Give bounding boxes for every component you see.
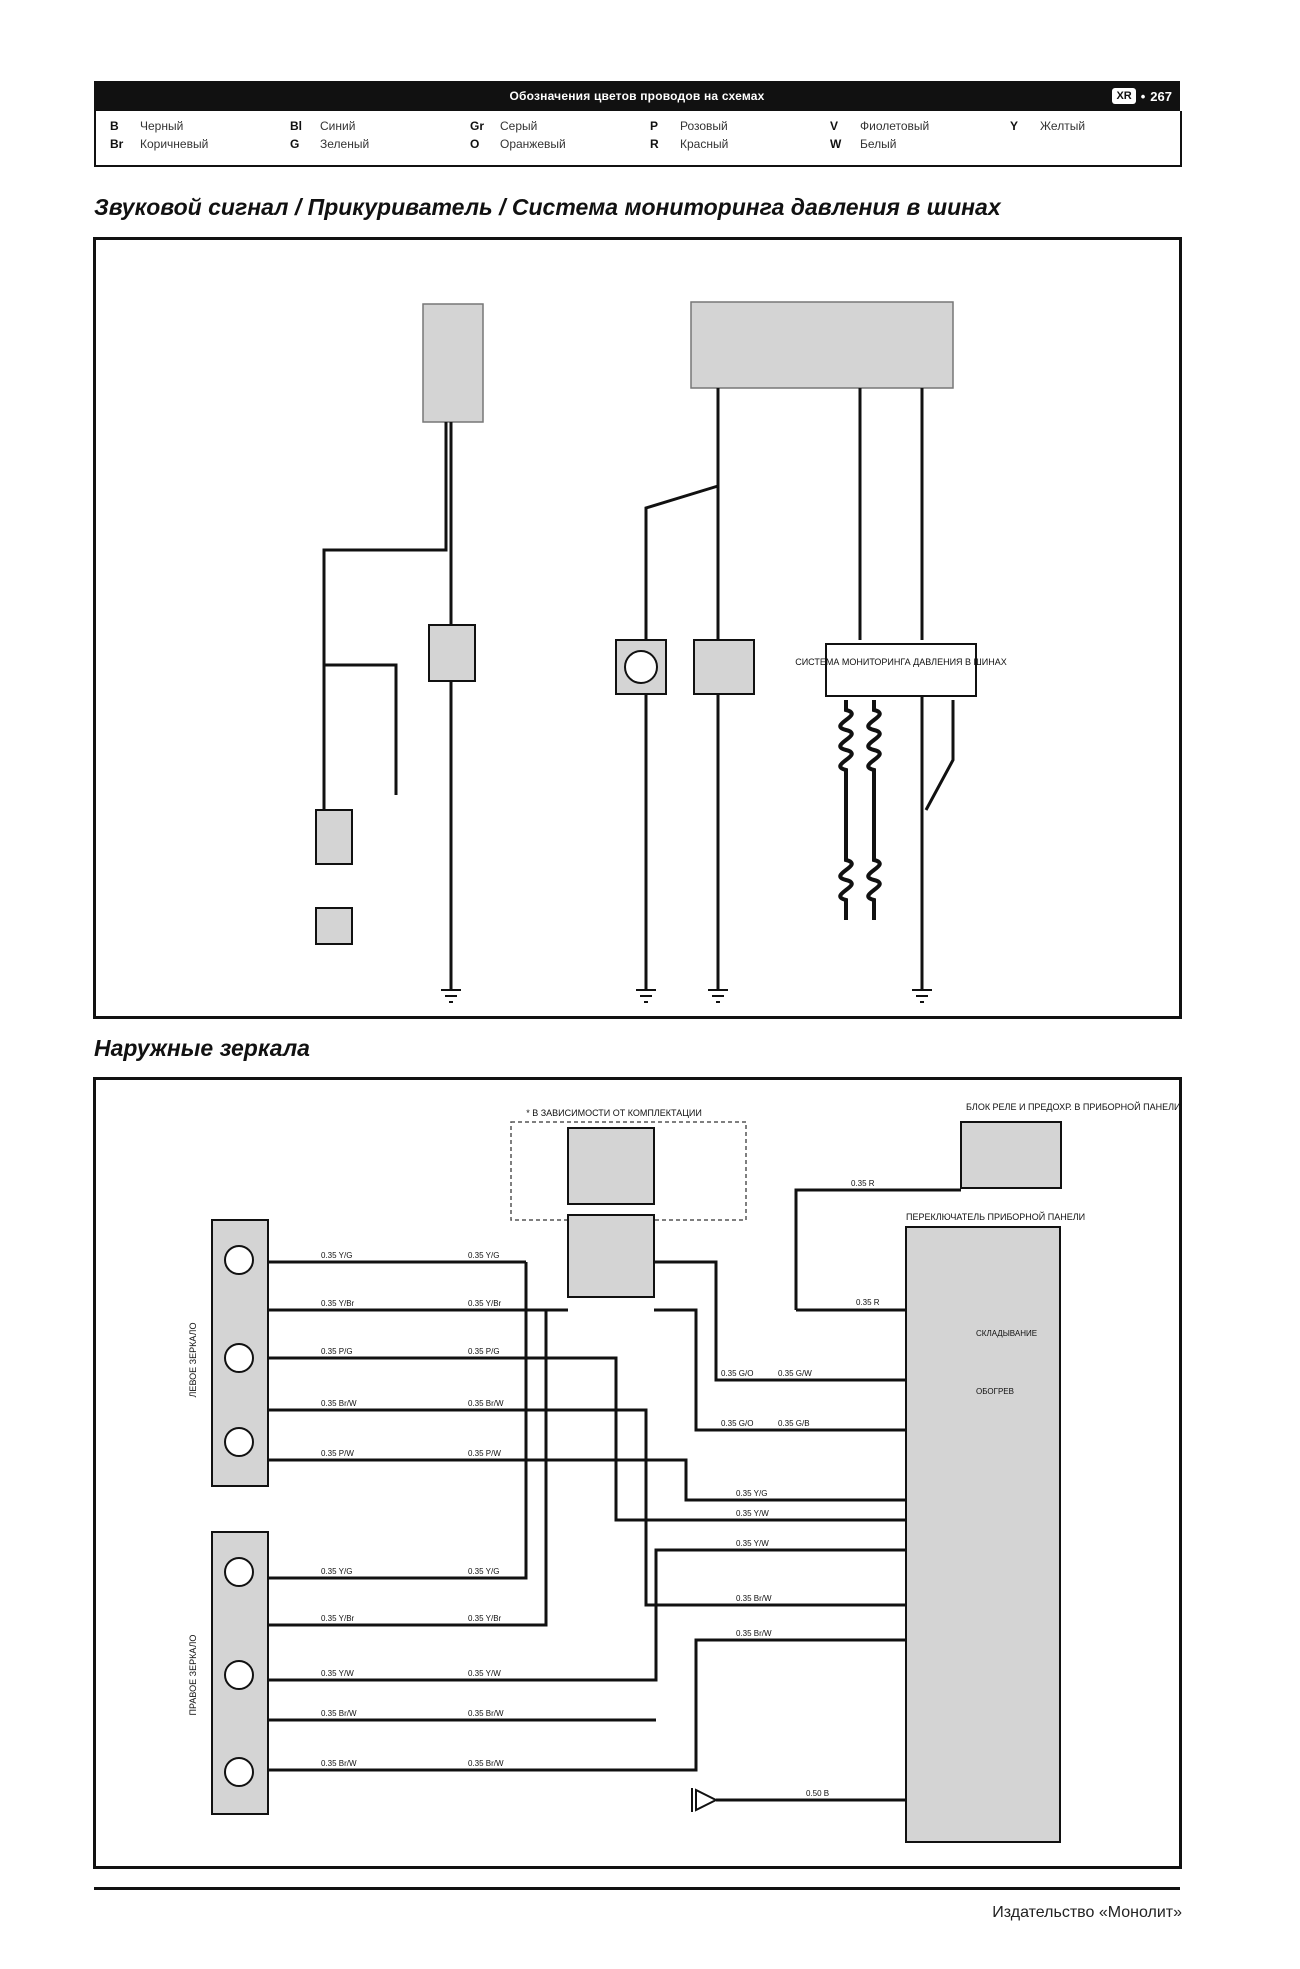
right-mirror-label: ПРАВОЕ ЗЕРКАЛО — [188, 1635, 198, 1716]
svg-text:0.35 Y/G: 0.35 Y/G — [468, 1567, 499, 1576]
color-legend-header: Обозначения цветов проводов на схемах XR… — [94, 81, 1180, 111]
svg-text:0.35 Br/W: 0.35 Br/W — [468, 1709, 504, 1718]
instrument-panel-switch — [905, 1226, 1061, 1843]
svg-text:0.35 Y/G: 0.35 Y/G — [468, 1251, 499, 1260]
svg-text:0.35 Y/W: 0.35 Y/W — [736, 1539, 769, 1548]
svg-text:0.35 R: 0.35 R — [856, 1298, 880, 1307]
svg-text:0.50 B: 0.50 B — [806, 1789, 829, 1798]
relay-fuse-box-label: БЛОК РЕЛЕ И ПРЕДОХР. В ПРИБОРНОЙ ПАНЕЛИ — [966, 1101, 1179, 1112]
relay-fuse-box — [960, 1121, 1062, 1189]
svg-text:0.35 Y/W: 0.35 Y/W — [321, 1669, 354, 1678]
wiring-diagram-1: СИСТЕМА МОНИТОРИНГА ДАВЛЕНИЯ В ШИНАХ — [315, 301, 1007, 1003]
svg-text:0.35 G/W: 0.35 G/W — [778, 1369, 812, 1378]
tpms-module-label: СИСТЕМА МОНИТОРИНГА ДАВЛЕНИЯ В ШИНАХ — [795, 657, 1007, 667]
tpms-module — [825, 643, 977, 697]
bullet-icon: • — [1140, 88, 1146, 104]
svg-text:0.35 Br/W: 0.35 Br/W — [736, 1594, 772, 1603]
svg-text:0.35 Y/Br: 0.35 Y/Br — [468, 1299, 502, 1308]
header-title: Обозначения цветов проводов на схемах — [509, 89, 765, 103]
svg-text:0.35 Br/W: 0.35 Br/W — [321, 1759, 357, 1768]
config-note: * В ЗАВИСИМОСТИ ОТ КОМПЛЕКТАЦИИ — [526, 1108, 702, 1118]
model-badge: XR — [1112, 88, 1136, 104]
svg-text:0.35 Br/W: 0.35 Br/W — [321, 1709, 357, 1718]
publisher: Издательство «Монолит» — [992, 1904, 1182, 1921]
svg-text:0.35 Y/G: 0.35 Y/G — [321, 1251, 352, 1260]
svg-text:0.35 Y/Br: 0.35 Y/Br — [321, 1299, 355, 1308]
wire-labels: 0.35 Y/G 0.35 Y/Br 0.35 P/G 0.35 Br/W 0.… — [321, 1179, 880, 1798]
svg-text:0.35 Y/W: 0.35 Y/W — [468, 1669, 501, 1678]
svg-text:0.35 G/B: 0.35 G/B — [778, 1419, 810, 1428]
section-title-exterior-mirrors: Наружные зеркала — [94, 1035, 310, 1061]
folding-label: СКЛАДЫВАНИЕ — [976, 1329, 1037, 1338]
folding-relay — [567, 1127, 655, 1205]
svg-text:0.35 Y/G: 0.35 Y/G — [736, 1489, 767, 1498]
footer-rule — [94, 1887, 1180, 1890]
svg-text:0.35 P/W: 0.35 P/W — [321, 1449, 354, 1458]
svg-text:0.35 G/O: 0.35 G/O — [721, 1419, 753, 1428]
instrument-switch-label: ПЕРЕКЛЮЧАТЕЛЬ ПРИБОРНОЙ ПАНЕЛИ — [906, 1211, 1085, 1222]
svg-text:0.35 P/G: 0.35 P/G — [321, 1347, 353, 1356]
heating-label: ОБОГРЕВ — [976, 1387, 1014, 1396]
svg-text:0.35 G/O: 0.35 G/O — [721, 1369, 753, 1378]
diagram-exterior-mirrors: * В ЗАВИСИМОСТИ ОТ КОМПЛЕКТАЦИИ БЛОК РЕЛ… — [93, 1077, 1182, 1869]
svg-text:0.35 P/W: 0.35 P/W — [468, 1449, 501, 1458]
diagram-horn-lighter-tpms: СИСТЕМА МОНИТОРИНГА ДАВЛЕНИЯ В ШИНАХ — [93, 237, 1182, 1019]
svg-text:0.35 Br/W: 0.35 Br/W — [468, 1399, 504, 1408]
svg-text:0.35 Br/W: 0.35 Br/W — [321, 1399, 357, 1408]
svg-text:0.35 Br/W: 0.35 Br/W — [736, 1629, 772, 1638]
mirror-relay — [567, 1214, 655, 1298]
svg-text:0.35 Y/Br: 0.35 Y/Br — [468, 1614, 502, 1623]
svg-text:0.35 Br/W: 0.35 Br/W — [468, 1759, 504, 1768]
ground-icon — [691, 1788, 719, 1812]
svg-text:0.35 Y/G: 0.35 Y/G — [321, 1567, 352, 1576]
wiring-diagram-2: * В ЗАВИСИМОСТИ ОТ КОМПЛЕКТАЦИИ БЛОК РЕЛ… — [188, 1101, 1180, 1843]
page-number: 267 — [1150, 88, 1172, 104]
page-number-badge: XR • 267 — [1112, 86, 1172, 106]
svg-text:0.35 Y/W: 0.35 Y/W — [736, 1509, 769, 1518]
svg-text:0.35 Y/Br: 0.35 Y/Br — [321, 1614, 355, 1623]
section-title-horn-tpms: Звуковой сигнал / Прикуриватель / Систем… — [94, 194, 1001, 220]
svg-text:0.35 R: 0.35 R — [851, 1179, 875, 1188]
left-mirror-label: ЛЕВОЕ ЗЕРКАЛО — [188, 1323, 198, 1398]
svg-text:0.35 P/G: 0.35 P/G — [468, 1347, 500, 1356]
